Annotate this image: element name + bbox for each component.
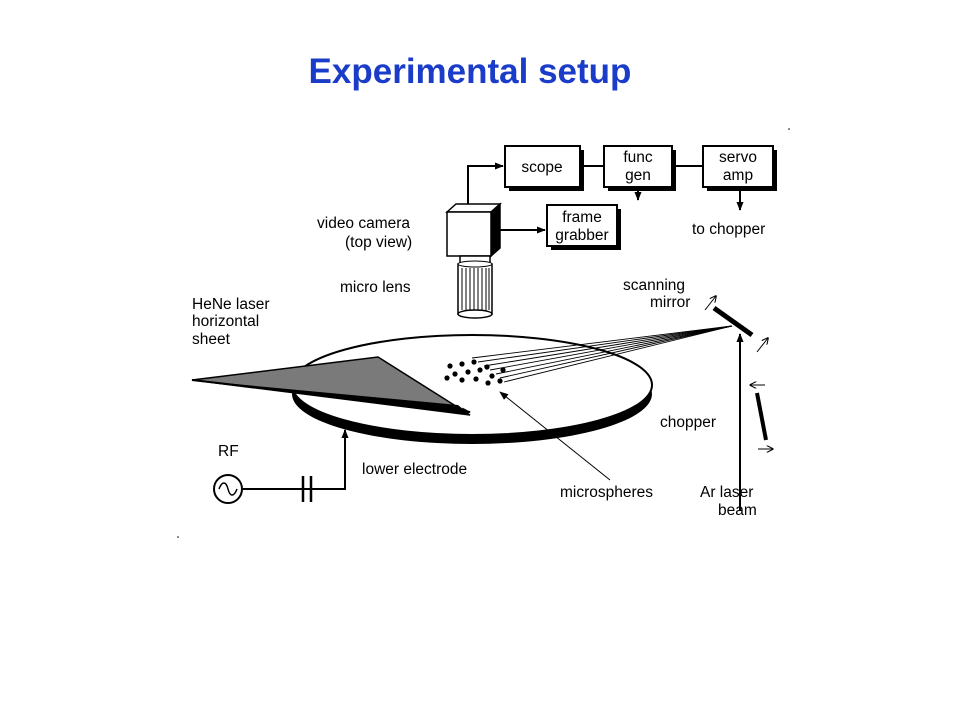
rf-label: RF [218,443,239,460]
hene-laser-sheet [191,356,471,416]
electrode-feed-wire [300,429,349,490]
chopper-label: chopper [660,414,716,431]
page-title: Experimental setup [308,52,632,91]
micro-lens-label: micro lens [340,279,411,296]
capacitor [301,476,345,502]
scanning-mirror-label-line2: mirror [650,294,690,311]
func-gen-label-line2: gen [625,167,651,184]
scanning-beam-fan [471,325,733,383]
func-gen-label-line1: func [623,149,653,166]
scope-label: scope [521,159,562,176]
rf-source [213,474,243,504]
microspheres-pointer [499,391,611,481]
scope-box: scope [504,145,584,191]
ar-laser-label-line2: beam [718,502,757,519]
frame-grabber-label-line1: frame [562,209,602,226]
chopper-blade [750,385,773,449]
video-camera-label-line1: video camera [317,215,410,232]
video-camera [445,202,502,258]
hene-laser-label-line2: horizontal [192,313,259,330]
camera-to-scope-arrow [467,162,504,205]
servo-amp-box: servo amp [702,145,777,191]
scanning-mirror-label-line1: scanning [623,277,685,294]
hene-laser-label-line3: sheet [192,331,231,348]
micro-lens [457,255,493,319]
servo-amp-label-line2: amp [723,167,753,184]
microspheres-cluster [444,359,506,386]
microspheres-label: microspheres [560,484,653,501]
hene-laser-label-line1: HeNe laser [192,296,270,313]
video-camera-label-line2: (top view) [345,234,412,251]
servo-amp-label-line1: servo [719,149,757,166]
frame-grabber-box: frame grabber [546,204,621,250]
lower-electrode-label: lower electrode [362,461,467,478]
to-chopper-label: to chopper [692,221,765,238]
scanning-mirror [704,296,768,353]
ar-laser-label-line1: Ar laser [700,484,753,501]
frame-grabber-label-line2: grabber [555,227,608,244]
func-gen-box: func gen [603,145,676,191]
